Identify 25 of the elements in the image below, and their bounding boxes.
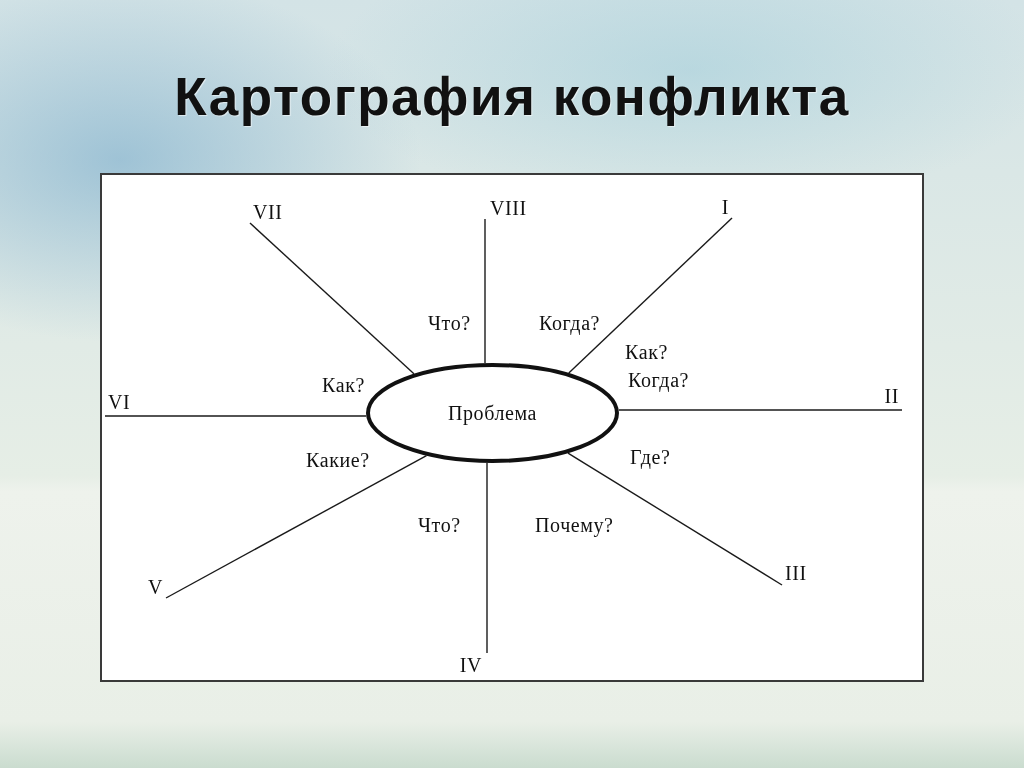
roman-numeral: V <box>144 576 166 598</box>
question-label: Почему? <box>535 514 614 536</box>
roman-numeral: I <box>718 196 732 218</box>
roman-numeral: II <box>881 385 902 407</box>
connector-line <box>104 415 367 417</box>
connector-line <box>484 218 486 364</box>
roman-numeral: IV <box>456 654 485 676</box>
roman-numeral: VIII <box>487 197 530 219</box>
question-label: Когда? <box>539 312 601 334</box>
roman-numeral: VII <box>250 201 286 223</box>
connector-line <box>567 452 783 586</box>
question-label: Что? <box>428 312 471 334</box>
question-label: Как? <box>322 374 365 396</box>
question-label: Где? <box>630 446 671 468</box>
connector-line <box>165 454 428 599</box>
roman-numeral: III <box>782 562 810 584</box>
connector-line <box>618 409 903 411</box>
roman-numeral: VI <box>105 391 134 413</box>
connector-line <box>249 222 415 375</box>
question-label: Когда? <box>628 369 690 391</box>
connector-line <box>568 217 733 374</box>
connector-line <box>486 462 488 654</box>
question-label: Что? <box>418 514 461 536</box>
title: Картография конфликта <box>174 67 850 127</box>
question-label: Как? <box>625 341 668 363</box>
